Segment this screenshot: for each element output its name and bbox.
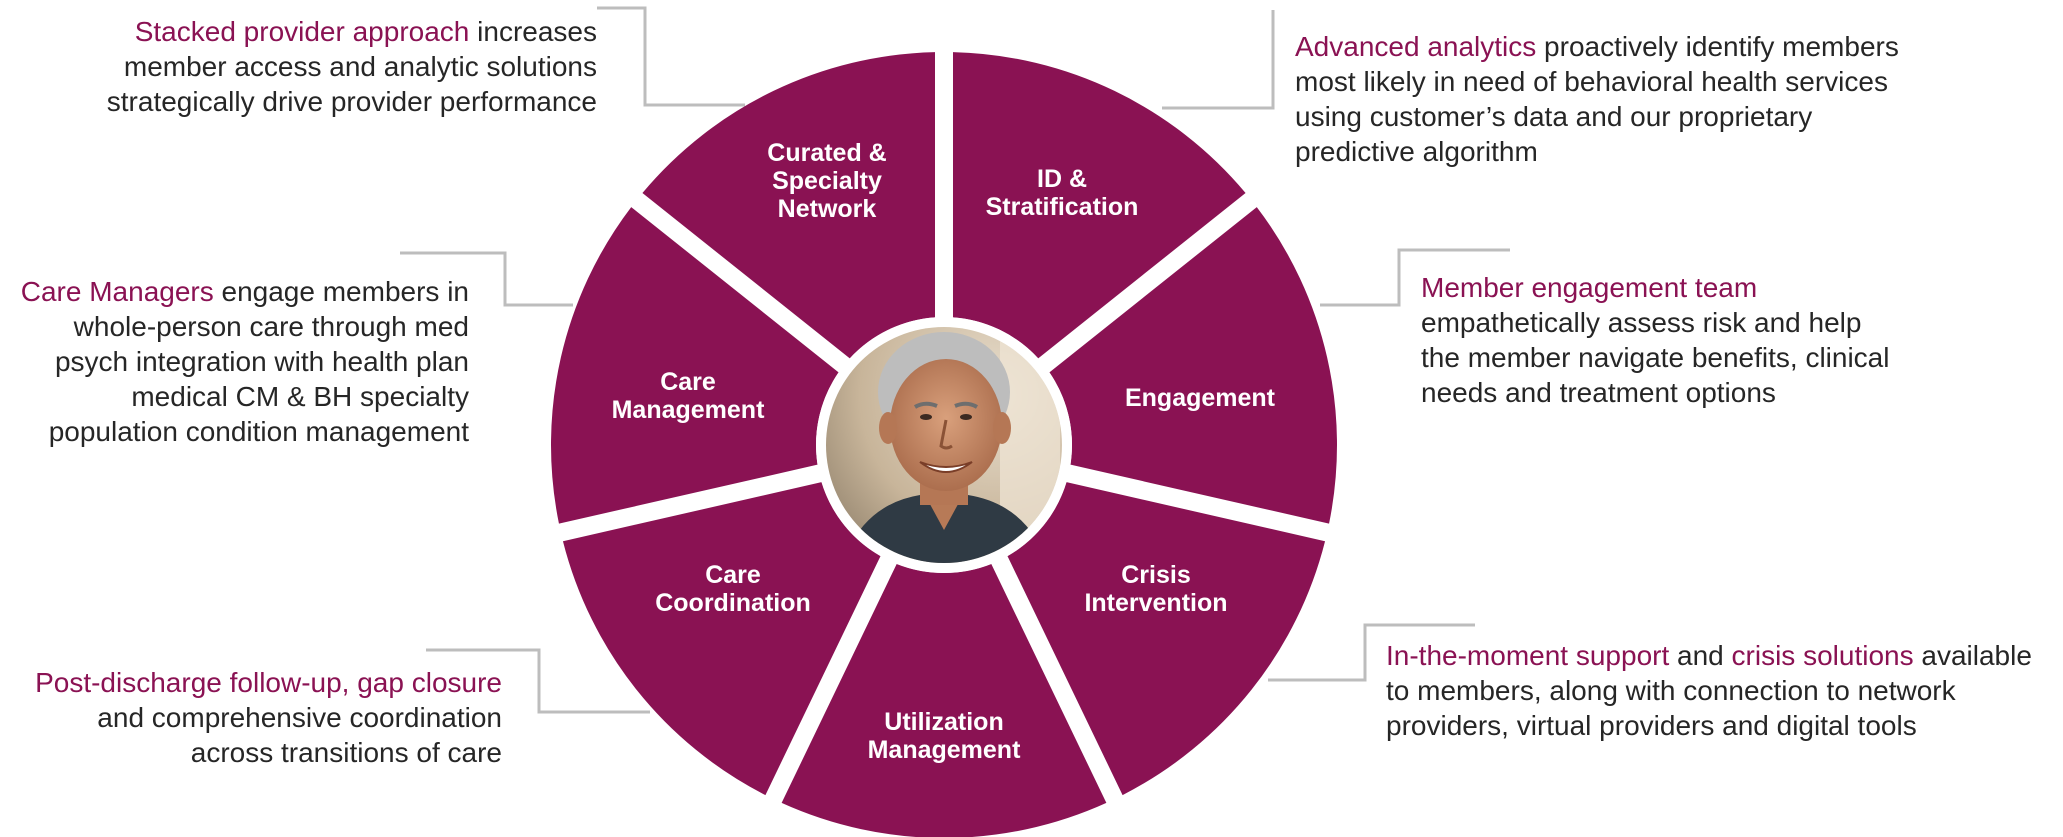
highlight-text: Post-discharge follow-up, gap closure [35,667,502,698]
body-text: member access and analytic solutions [123,51,597,82]
segment-crisis [1007,482,1326,796]
body-text: psych integration with health plan [54,346,469,377]
segment-label-id-strat: ID &Stratification [986,165,1139,221]
annotation-line: medical CM & BH specialty [21,379,469,414]
annotation-line: predictive algorithm [1295,134,1899,169]
connector-care-managers [400,251,573,307]
connector-stacked [597,6,745,107]
body-text: available [1913,640,2032,671]
annotation-line: using customer’s data and our proprietar… [1295,99,1899,134]
body-text: medical CM & BH specialty [131,381,469,412]
highlight-text: In-the-moment support [1386,640,1670,671]
center-photo [816,317,1072,573]
annotation-line: whole-person care through med [21,309,469,344]
body-text: most likely in need of behavioral health… [1295,66,1888,97]
segment-id-strat [952,52,1246,359]
annotation-line: most likely in need of behavioral health… [1295,64,1899,99]
annotation-line: needs and treatment options [1421,375,1889,410]
annotation-line: Care Managers engage members in [21,274,469,309]
body-text: across transitions of care [190,737,502,768]
annotation-line: In-the-moment support and crisis solutio… [1386,638,2032,673]
annotation-member-engagement: Member engagement team empathetically ass… [1421,270,1889,410]
body-text: and comprehensive coordination [97,702,502,733]
body-text: whole-person care through med [73,311,469,342]
body-text: proactively identify members [1536,31,1899,62]
body-text: and [1669,640,1732,671]
connector-lines [400,6,1510,714]
body-text: needs and treatment options [1421,377,1776,408]
segment-care-mgmt [551,207,839,524]
annotation-advanced-analytics: Advanced analytics proactively identify … [1295,29,1899,169]
highlight-text: Care Managers [20,276,214,307]
highlight-text: Stacked provider approach [134,16,470,47]
annotation-line: psych integration with health plan [21,344,469,379]
body-text: strategically drive provider performance [106,86,597,117]
segment-curated [642,52,936,359]
connector-advanced [1162,10,1275,110]
connector-member-engagement [1320,248,1510,307]
body-text: the member navigate benefits, clinical [1421,342,1890,373]
annotation-post-discharge: Post-discharge follow-up, gap closure and… [35,665,502,770]
body-text: predictive algorithm [1295,136,1538,167]
connector-in-the-moment [1268,623,1475,682]
annotation-line: to members, along with connection to net… [1386,673,2032,708]
connector-post-discharge [426,648,650,714]
annotation-line: and comprehensive coordination [35,700,502,735]
segment-utilization [781,563,1107,837]
annotation-line: providers, virtual providers and digital… [1386,708,2032,743]
body-text: using customer’s data and our proprietar… [1295,101,1813,132]
annotation-line: Post-discharge follow-up, gap closure [35,665,502,700]
annotation-in-the-moment: In-the-moment support and crisis solutio… [1386,638,2032,743]
annotation-line: empathetically assess risk and help [1421,305,1889,340]
annotation-line: the member navigate benefits, clinical [1421,340,1889,375]
body-text: to members, along with connection to net… [1386,675,1956,706]
annotation-line: population condition management [21,414,469,449]
annotation-line: Stacked provider approach increases [107,14,597,49]
body-text: providers, virtual providers and digital… [1386,710,1917,741]
annotation-line: strategically drive provider performance [107,84,597,119]
annotation-line: Advanced analytics proactively identify … [1295,29,1899,64]
annotation-line: across transitions of care [35,735,502,770]
highlight-text: Advanced analytics [1295,31,1537,62]
highlight-text: Member engagement team [1421,272,1758,303]
body-text: increases [469,16,597,47]
body-text: engage members in [213,276,470,307]
body-text: empathetically assess risk and help [1421,307,1862,338]
highlight-text: crisis solutions [1731,640,1914,671]
annotation-line: member access and analytic solutions [107,49,597,84]
body-text: population condition management [48,416,469,447]
segment-label-engagement: Engagement [1125,384,1276,412]
segment-engagement [1049,207,1337,524]
annotation-line: Member engagement team [1421,270,1889,305]
segment-care-coord [562,482,881,796]
